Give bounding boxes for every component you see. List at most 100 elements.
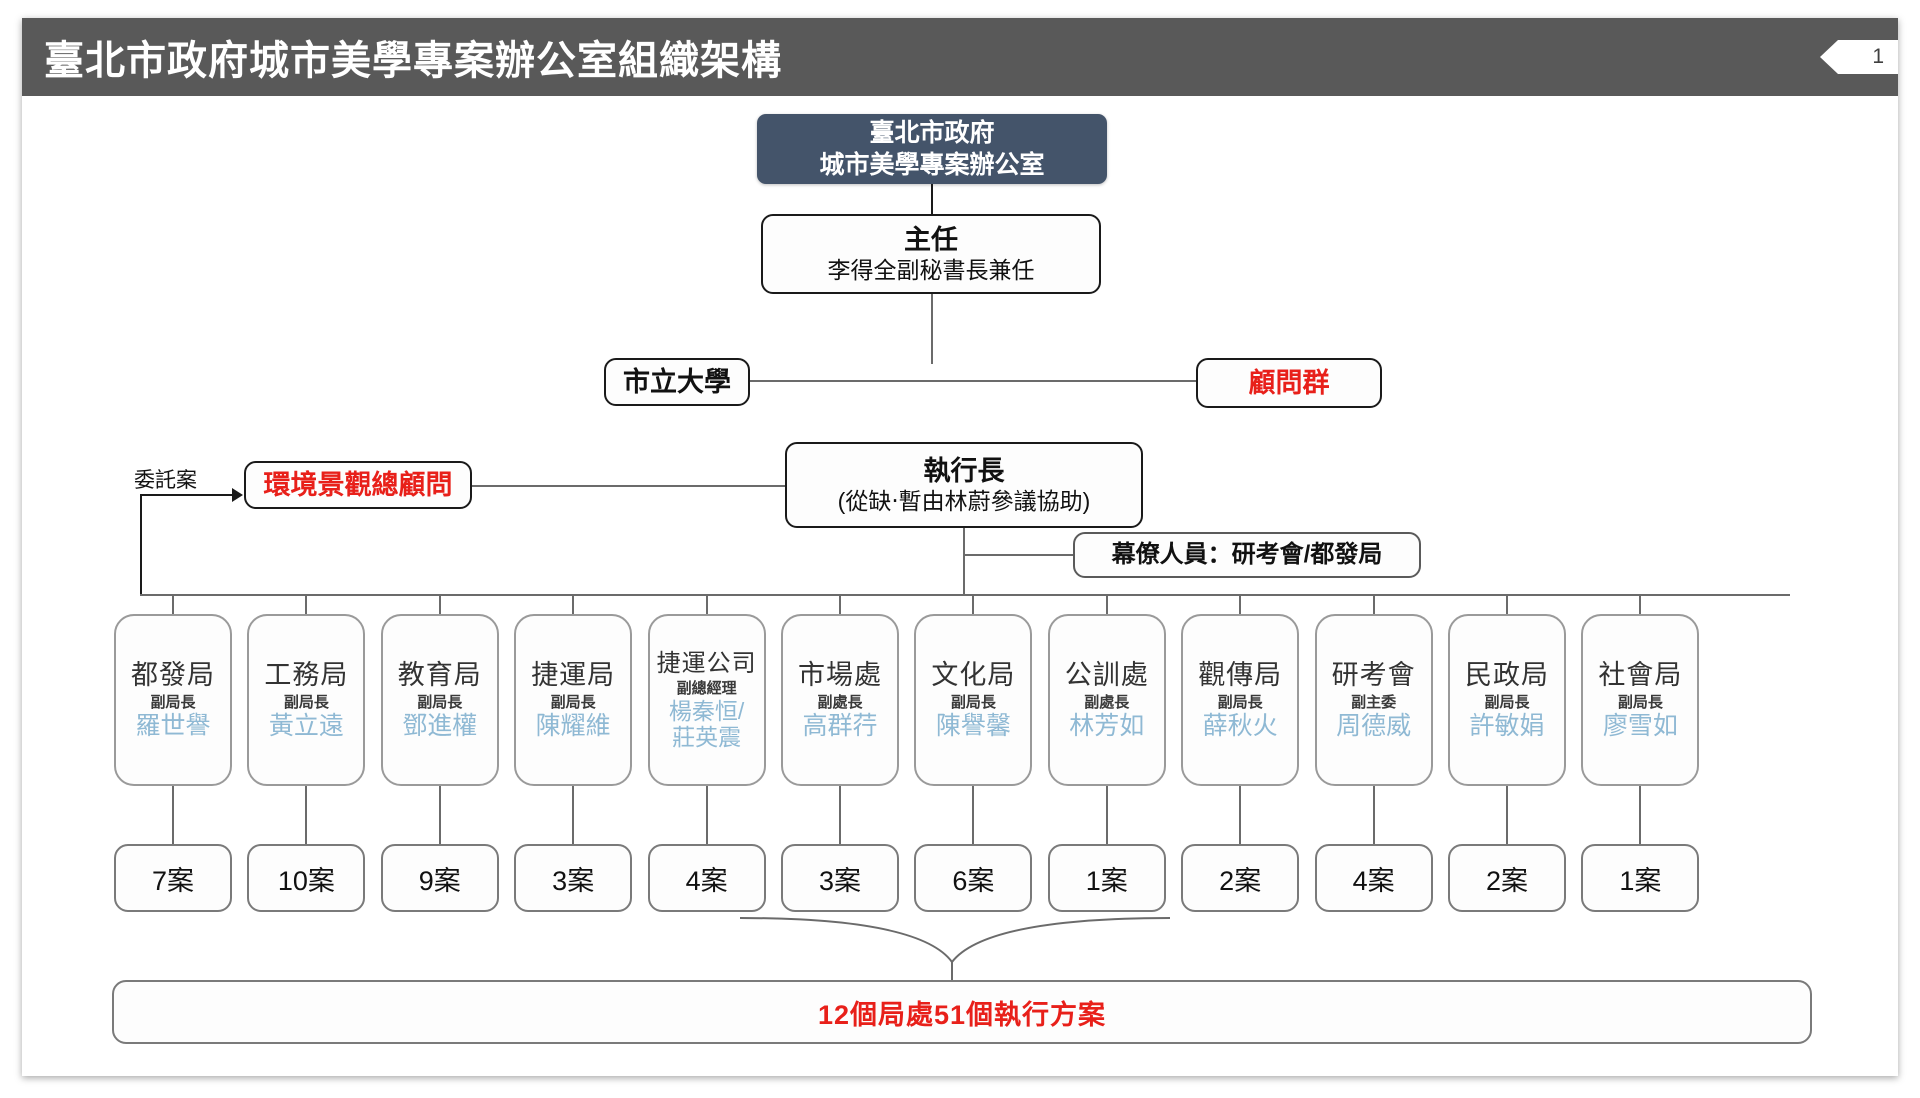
department-card[interactable]: 文化局副局長陳譽馨	[914, 614, 1033, 786]
case-count-box: 4案	[647, 844, 766, 912]
department-role-title: 副局長	[1484, 693, 1530, 711]
department-card[interactable]: 都發局副局長羅世譽	[114, 614, 232, 786]
connector-executive-staff	[963, 528, 965, 596]
department-person: 鄧進權	[402, 712, 478, 741]
connector-department-cases	[1239, 786, 1242, 844]
department-person: 羅世譽	[135, 712, 211, 741]
department-role-title: 副局長	[950, 693, 996, 711]
department-name: 都發局	[131, 659, 215, 690]
department-role-title: 副局長	[283, 693, 329, 711]
staff-box: 幕僚人員：研考會/都發局	[1073, 532, 1421, 578]
case-count-box: 10案	[247, 844, 366, 912]
page-title: 臺北市政府城市美學專案辦公室組織架構	[44, 39, 782, 83]
department-card[interactable]: 觀傳局副局長薛秋火	[1181, 614, 1300, 786]
page-number-badge: 1	[1820, 40, 1898, 74]
connector-university-advisors	[748, 380, 1198, 382]
city-university-label: 市立大學	[623, 366, 731, 397]
chief-advisor-label: 環境景觀總顧問	[263, 469, 453, 500]
commission-label: 委託案	[134, 469, 197, 492]
department-card[interactable]: 教育局副局長鄧進權	[380, 614, 499, 786]
chief-advisor-box: 環境景觀總顧問	[244, 461, 472, 509]
connector-department-cases	[705, 786, 708, 844]
org-root-line1: 臺北市政府	[869, 118, 995, 147]
slide-canvas: 臺北市政府城市美學專案辦公室組織架構 1 臺北市政府 城市美學專案辦公室 主任 …	[22, 18, 1898, 1076]
department-person: 楊秦恒/ 莊英震	[668, 697, 745, 750]
department-name: 捷運公司	[656, 649, 757, 677]
connector-bus-department	[1372, 594, 1375, 614]
department-role-title: 副處長	[817, 693, 863, 711]
case-count-box: 2案	[1181, 844, 1300, 912]
department-person: 薛秋火	[1202, 712, 1278, 741]
department-card[interactable]: 工務局副局長黃立遠	[247, 614, 366, 786]
org-root-box: 臺北市政府 城市美學專案辦公室	[757, 114, 1107, 184]
department-card[interactable]: 市場處副處長高群荇	[781, 614, 899, 786]
department-name: 市場處	[798, 659, 882, 690]
department-name: 民政局	[1465, 659, 1549, 690]
connector-department-cases	[972, 786, 975, 844]
department-card[interactable]: 社會局副局長廖雪如	[1581, 614, 1700, 786]
connector-bus-department	[438, 594, 441, 614]
department-person: 廖雪如	[1602, 712, 1678, 741]
department-name: 教育局	[397, 659, 482, 690]
connector-bus-department	[972, 594, 975, 614]
connector-department-cases	[839, 786, 841, 844]
department-person: 周德威	[1336, 712, 1412, 741]
department-card[interactable]: 公訓處副處長林芳如	[1047, 614, 1166, 786]
case-count-box: 1案	[1581, 844, 1700, 912]
connector-bus-department	[1239, 594, 1242, 614]
executive-title: 執行長	[923, 455, 1005, 486]
connector-bus-department	[572, 594, 575, 614]
department-person: 高群荇	[802, 712, 878, 741]
department-name: 公訓處	[1064, 659, 1149, 690]
commission-arrow-icon	[232, 488, 243, 502]
connector-bus-department	[1639, 594, 1642, 614]
department-person: 陳譽馨	[935, 712, 1011, 741]
department-name: 研考會	[1331, 659, 1416, 690]
department-role-title: 副局長	[1617, 693, 1663, 711]
advisor-group-label: 顧問群	[1248, 367, 1330, 398]
director-person: 李得全副秘書長兼任	[827, 257, 1035, 284]
department-person: 陳耀維	[535, 712, 611, 741]
connector-root-director	[931, 184, 933, 214]
department-name: 觀傳局	[1198, 659, 1283, 690]
case-count-box: 6案	[914, 844, 1033, 912]
case-count-box: 7案	[114, 844, 232, 912]
connector-bus-department	[1105, 594, 1108, 614]
department-name: 文化局	[931, 659, 1016, 690]
title-bar: 臺北市政府城市美學專案辦公室組織架構 1	[22, 18, 1898, 96]
department-card[interactable]: 民政局副局長許敏娟	[1448, 614, 1566, 786]
case-count-box: 1案	[1047, 844, 1166, 912]
connector-advisor-executive	[472, 485, 785, 487]
department-card[interactable]: 捷運局副局長陳耀維	[514, 614, 633, 786]
department-person: 林芳如	[1069, 712, 1145, 741]
connector-bus-department	[172, 594, 174, 614]
department-role-title: 副局長	[150, 693, 196, 711]
case-count-box: 3案	[781, 844, 899, 912]
org-root-line2: 城市美學專案辦公室	[819, 151, 1045, 179]
connector-department-cases	[1506, 786, 1508, 844]
advisor-group-box: 顧問群	[1196, 358, 1382, 408]
case-count-box: 3案	[514, 844, 633, 912]
connector-bus-department	[1506, 594, 1508, 614]
connector-department-cases	[1639, 786, 1642, 844]
connector-department-cases	[1105, 786, 1108, 844]
summary-label: 12個局處51個執行方案	[817, 999, 1107, 1030]
department-card[interactable]: 研考會副主委周德威	[1314, 614, 1433, 786]
connector-bus-department	[705, 594, 708, 614]
city-university-box: 市立大學	[604, 358, 750, 406]
director-box: 主任 李得全副秘書長兼任	[761, 214, 1101, 294]
staff-label: 幕僚人員：研考會/都發局	[1111, 541, 1383, 569]
commission-line-horizontal	[140, 494, 234, 496]
department-role-title: 副局長	[417, 693, 463, 711]
department-role-title: 副局長	[1217, 693, 1263, 711]
case-count-box: 9案	[380, 844, 499, 912]
department-role-title: 副局長	[550, 693, 596, 711]
department-name: 工務局	[264, 659, 349, 690]
connector-director-executive	[931, 294, 933, 364]
department-card[interactable]: 捷運公司副總經理楊秦恒/ 莊英震	[647, 614, 766, 786]
department-bus	[140, 594, 1790, 596]
commission-line-vertical	[140, 495, 142, 595]
executive-box: 執行長 (從缺‧暫由林蔚參議協助)	[785, 442, 1143, 528]
department-name: 捷運局	[531, 659, 616, 690]
